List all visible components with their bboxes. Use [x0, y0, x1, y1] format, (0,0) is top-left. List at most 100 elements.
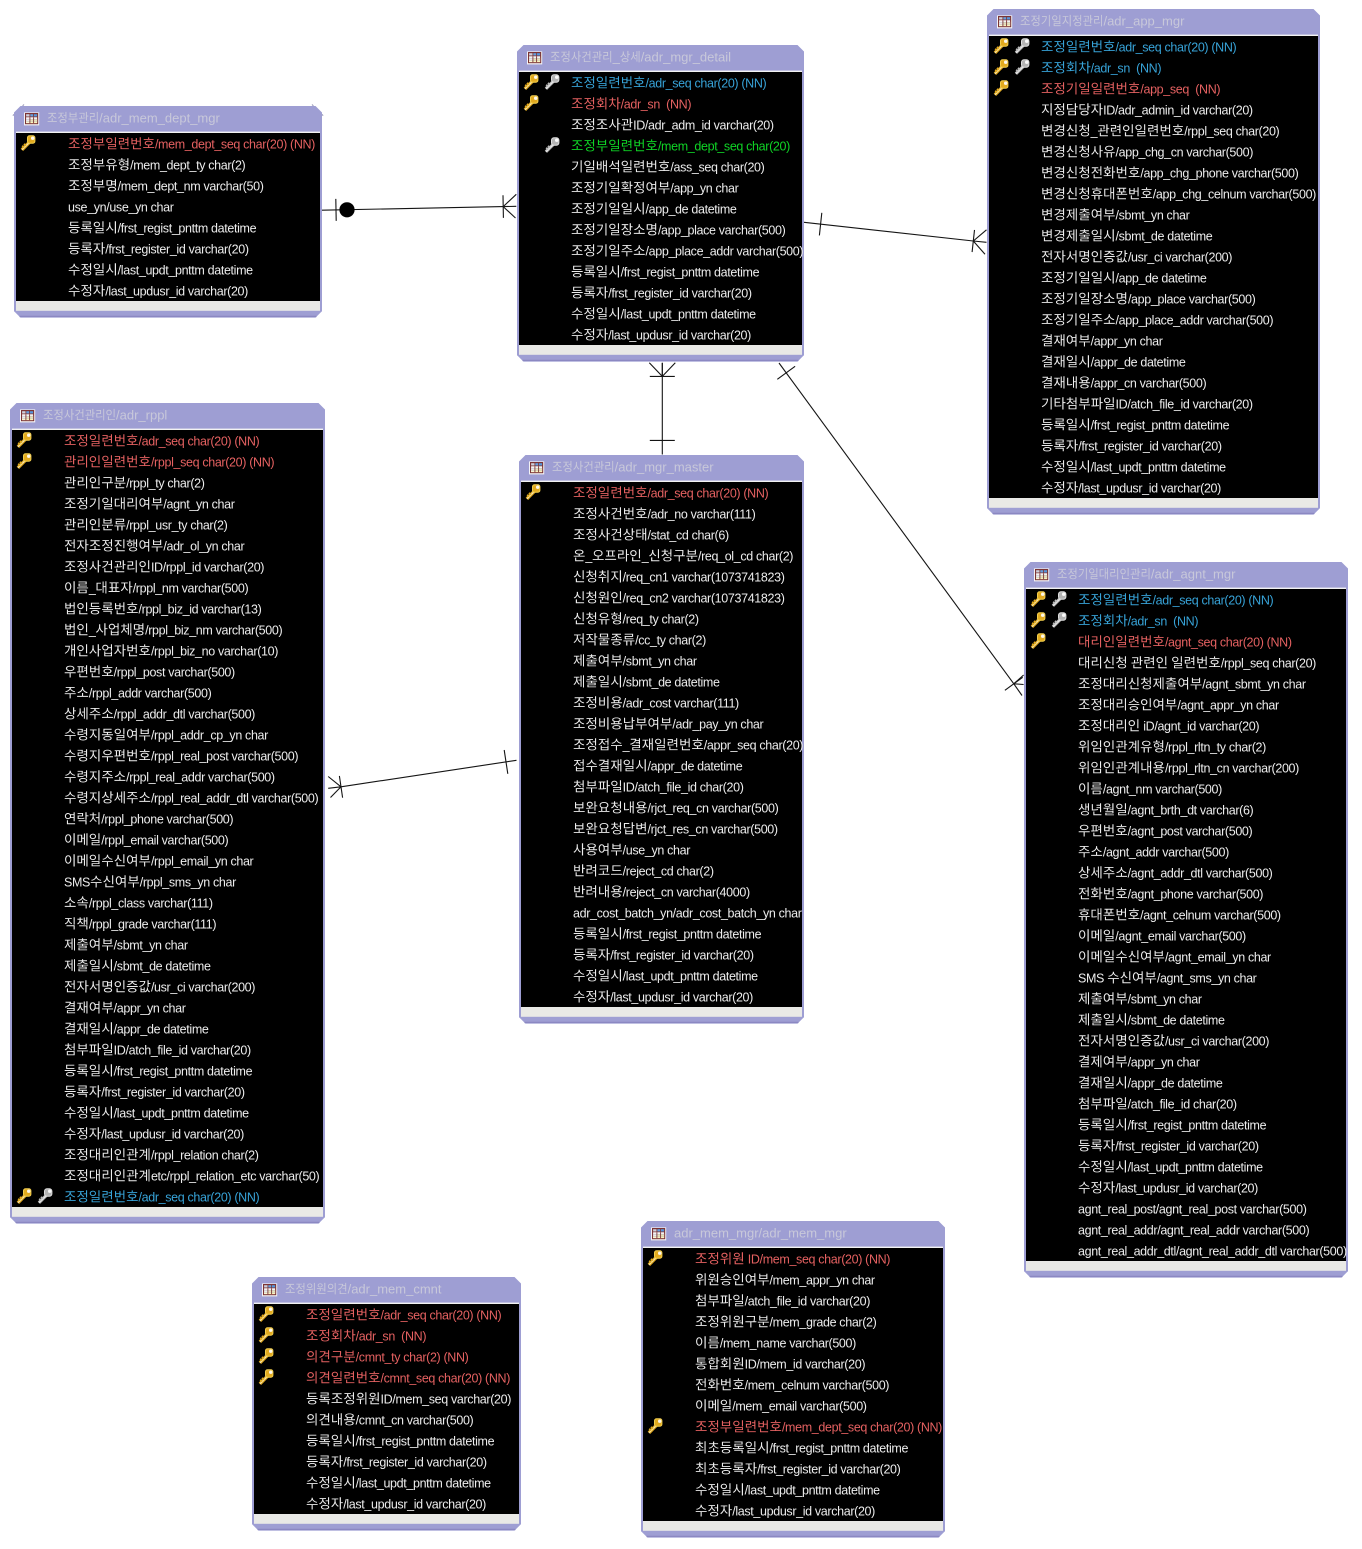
svg-text:/last_updt_pnttm datetime: /last_updt_pnttm datetime: [356, 1476, 491, 1490]
svg-text:/sbmt_de datetime: /sbmt_de datetime: [1116, 229, 1213, 243]
svg-text:ID/adr_admin_id varchar(20): ID/adr_admin_id varchar(20): [1103, 103, 1253, 117]
svg-text:/last_updusr_id varchar(20): /last_updusr_id varchar(20): [1115, 1181, 1258, 1195]
svg-text:/frst_regist_pnttm datetime: /frst_regist_pnttm datetime: [114, 1064, 253, 1078]
svg-text:/agnt_nm varchar(500): /agnt_nm varchar(500): [1103, 782, 1222, 796]
svg-text:/reject_cn varchar(4000): /reject_cn varchar(4000): [623, 885, 750, 899]
svg-text:/last_updusr_id varchar(20): /last_updusr_id varchar(20): [608, 328, 751, 342]
svg-text:/rppl_real_addr_dtl varchar(50: /rppl_real_addr_dtl varchar(500): [151, 791, 319, 805]
svg-text:/usr_ci varchar(200): /usr_ci varchar(200): [1165, 1034, 1269, 1048]
svg-text:/req_ty char(2): /req_ty char(2): [623, 612, 699, 626]
svg-text:/appr_seq char(20): /appr_seq char(20): [704, 738, 804, 752]
svg-text:/rppl_seq char(20): /rppl_seq char(20): [1184, 124, 1279, 138]
svg-text:/adr_no varchar(111): /adr_no varchar(111): [648, 507, 756, 521]
svg-text:adr_mem_mgr/adr_mem_mgr: adr_mem_mgr/adr_mem_mgr: [674, 1225, 847, 1240]
svg-text:/adr_seq char(20) (NN): /adr_seq char(20) (NN): [381, 1308, 502, 1322]
svg-text:/frst_regist_pnttm datetime: /frst_regist_pnttm datetime: [356, 1434, 495, 1448]
svg-text:/adr_seq char(20) (NN): /adr_seq char(20) (NN): [1153, 593, 1274, 607]
svg-text:ID/rppl_id varchar(20): ID/rppl_id varchar(20): [151, 560, 264, 574]
svg-text:/rppl_usr_ty char(2): /rppl_usr_ty char(2): [126, 518, 228, 532]
svg-text:/last_updt_pnttm datetime: /last_updt_pnttm datetime: [1128, 1160, 1263, 1174]
svg-text:/req_ol_cd char(2): /req_ol_cd char(2): [698, 549, 793, 563]
svg-text:/reject_cd char(2): /reject_cd char(2): [623, 864, 714, 878]
svg-text:/rppl_rltn_ty char(2): /rppl_rltn_ty char(2): [1165, 740, 1266, 754]
svg-text:/atch_file_id char(20): /atch_file_id char(20): [1128, 1097, 1237, 1111]
svg-text:/rppl_grade varchar(111): /rppl_grade varchar(111): [89, 917, 217, 931]
svg-text:/frst_regist_pnttm datetime: /frst_regist_pnttm datetime: [118, 221, 257, 235]
svg-text:/appr_de datetime: /appr_de datetime: [1091, 355, 1186, 369]
svg-text:/adr_ol_yn char: /adr_ol_yn char: [163, 539, 244, 553]
svg-text:/adr_seq char(20) (NN): /adr_seq char(20) (NN): [139, 1190, 260, 1204]
svg-text:/adr_cost varchar(111): /adr_cost varchar(111): [623, 696, 739, 710]
svg-text:/mem_dept_seq char(20): /mem_dept_seq char(20): [658, 139, 790, 153]
svg-text:/adr_sn (NN): /adr_sn (NN): [1128, 614, 1199, 628]
svg-text:_: _: [88, 581, 97, 595]
svg-text:/agnt_sbmt_yn char: /agnt_sbmt_yn char: [1202, 677, 1306, 691]
svg-text:/rppl_email varchar(500): /rppl_email varchar(500): [101, 833, 228, 847]
svg-text:/sbmt_de datetime: /sbmt_de datetime: [1128, 1013, 1225, 1027]
svg-text:/agnt_brth_dt varchar(6): /agnt_brth_dt varchar(6): [1128, 803, 1254, 817]
svg-text:/last_updt_pnttm datetime: /last_updt_pnttm datetime: [118, 263, 253, 277]
svg-text:/agnt_celnum varchar(500): /agnt_celnum varchar(500): [1140, 908, 1281, 922]
svg-text:/frst_regist_pnttm datetime: /frst_regist_pnttm datetime: [621, 265, 760, 279]
svg-text:/mem_dept_seq char(20) (NN): /mem_dept_seq char(20) (NN): [782, 1420, 942, 1434]
svg-text:/last_updusr_id varchar(20): /last_updusr_id varchar(20): [101, 1127, 244, 1141]
svg-text:/adr_mem_cmnt: /adr_mem_cmnt: [348, 1281, 442, 1296]
svg-text:/adr_mgr_master: /adr_mgr_master: [615, 459, 715, 474]
svg-text:/frst_register_id varchar(20): /frst_register_id varchar(20): [610, 948, 754, 962]
svg-text:/usr_ci varchar(200): /usr_ci varchar(200): [1128, 250, 1232, 264]
svg-text:/mem_celnum varchar(500): /mem_celnum varchar(500): [745, 1378, 890, 1392]
svg-text:/rppl_class varchar(111): /rppl_class varchar(111): [89, 896, 213, 910]
svg-text:/app_chg_phone varchar(500): /app_chg_phone varchar(500): [1140, 166, 1298, 180]
svg-text:/last_updt_pnttm datetime: /last_updt_pnttm datetime: [114, 1106, 249, 1120]
svg-text:/adr_sn (NN): /adr_sn (NN): [356, 1329, 427, 1343]
svg-text:ID/atch_file_id char(20): ID/atch_file_id char(20): [623, 780, 744, 794]
svg-text:/req_cn1 varchar(1073741823): /req_cn1 varchar(1073741823): [623, 570, 785, 584]
svg-text:/last_updusr_id varchar(20): /last_updusr_id varchar(20): [343, 1497, 486, 1511]
svg-text:/adr_rppl: /adr_rppl: [116, 407, 167, 422]
svg-text:/rppl_post varchar(500): /rppl_post varchar(500): [114, 665, 235, 679]
svg-text:/frst_register_id varchar(20): /frst_register_id varchar(20): [101, 1085, 245, 1099]
svg-text:etc/rppl_relation_etc varchar(: etc/rppl_relation_etc varchar(50): [151, 1169, 320, 1183]
svg-text:/app_yn char: /app_yn char: [670, 181, 738, 195]
svg-text:/sbmt_de datetime: /sbmt_de datetime: [114, 959, 211, 973]
svg-text:/rjct_req_cn varchar(500): /rjct_req_cn varchar(500): [648, 801, 779, 815]
svg-text:use_yn/use_yn char: use_yn/use_yn char: [68, 200, 174, 214]
svg-text:/frst_register_id varchar(20): /frst_register_id varchar(20): [105, 242, 249, 256]
svg-text:/adr_mem_dept_mgr: /adr_mem_dept_mgr: [99, 110, 220, 125]
svg-text:/last_updt_pnttm datetime: /last_updt_pnttm datetime: [623, 969, 758, 983]
svg-text:/mem_grade char(2): /mem_grade char(2): [770, 1315, 877, 1329]
svg-text:/adr_seq char(20) (NN): /adr_seq char(20) (NN): [648, 486, 769, 500]
svg-text:SMS: SMS: [64, 875, 90, 889]
svg-text:/cmnt_ty char(2) (NN): /cmnt_ty char(2) (NN): [356, 1350, 469, 1364]
svg-text:/mem_email varchar(500): /mem_email varchar(500): [732, 1399, 867, 1413]
svg-text:/agnt_addr varchar(500): /agnt_addr varchar(500): [1103, 845, 1229, 859]
svg-text:/rppl_biz_id varchar(13): /rppl_biz_id varchar(13): [139, 602, 262, 616]
svg-text:/rppl_email_yn char: /rppl_email_yn char: [151, 854, 254, 868]
svg-text:_: _: [622, 738, 631, 752]
svg-text:/adr_sn (NN): /adr_sn (NN): [621, 97, 692, 111]
svg-text:/rppl_addr varchar(500): /rppl_addr varchar(500): [89, 686, 212, 700]
svg-text:/atch_file_id varchar(20): /atch_file_id varchar(20): [745, 1294, 871, 1308]
svg-text:ID/mem_seq varchar(20): ID/mem_seq varchar(20): [381, 1392, 512, 1406]
svg-text:/agnt_seq char(20) (NN): /agnt_seq char(20) (NN): [1165, 635, 1292, 649]
svg-text:ID/atch_file_id varchar(20): ID/atch_file_id varchar(20): [114, 1043, 251, 1057]
svg-text:/stat_cd char(6): /stat_cd char(6): [648, 528, 729, 542]
svg-text:/rppl_addr_dtl varchar(500): /rppl_addr_dtl varchar(500): [114, 707, 256, 721]
svg-text:/sbmt_de datetime: /sbmt_de datetime: [623, 675, 720, 689]
svg-text:SMS: SMS: [1078, 971, 1107, 985]
svg-text:/rppl_phone varchar(500): /rppl_phone varchar(500): [101, 812, 233, 826]
svg-text:/last_updt_pnttm datetime: /last_updt_pnttm datetime: [621, 307, 756, 321]
svg-text:/app_place varchar(500): /app_place varchar(500): [658, 223, 786, 237]
svg-text:/app_place_addr varchar(500): /app_place_addr varchar(500): [646, 244, 804, 258]
svg-text:ID/adr_adm_id varchar(20): ID/adr_adm_id varchar(20): [633, 118, 774, 132]
svg-text:/rppl_real_post varchar(500): /rppl_real_post varchar(500): [151, 749, 298, 763]
svg-text:/appr_cn varchar(500): /appr_cn varchar(500): [1091, 376, 1207, 390]
svg-text:/last_updt_pnttm datetime: /last_updt_pnttm datetime: [1091, 460, 1226, 474]
svg-text:/adr_seq char(20) (NN): /adr_seq char(20) (NN): [1116, 40, 1237, 54]
svg-text:/frst_register_id varchar(20): /frst_register_id varchar(20): [343, 1455, 487, 1469]
svg-text:/appr_yn char: /appr_yn char: [1091, 334, 1163, 348]
svg-text:/agnt_email_yn char: /agnt_email_yn char: [1165, 950, 1271, 964]
svg-text:agnt_real_addr_dtl/agnt_real_a: agnt_real_addr_dtl/agnt_real_addr_dtl va…: [1078, 1244, 1347, 1258]
svg-text:/rppl_addr_cp_yn char: /rppl_addr_cp_yn char: [151, 728, 268, 742]
svg-text:/last_updusr_id varchar(20): /last_updusr_id varchar(20): [732, 1504, 875, 1518]
